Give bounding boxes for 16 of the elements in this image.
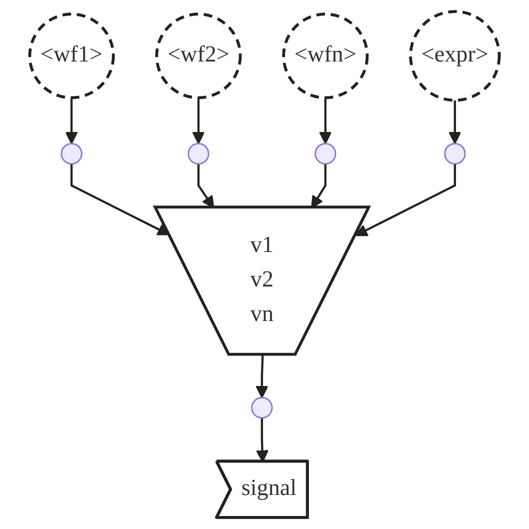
arrow [70,164,170,236]
node-circle [188,142,210,165]
arrow [65,98,78,144]
arrow [355,164,456,236]
arrow [319,98,332,144]
arrow [448,100,462,144]
node-circle [444,142,466,165]
node-circle [251,396,273,419]
node-circle: <wf2> [155,12,242,100]
arrow [192,98,205,144]
node-circle [60,142,82,165]
node-circle [314,142,336,165]
arrow [256,355,268,398]
node-circle: <wfn> [282,12,369,100]
node-circle: <expr> [409,10,501,102]
node-circle: <wf1> [28,12,115,100]
